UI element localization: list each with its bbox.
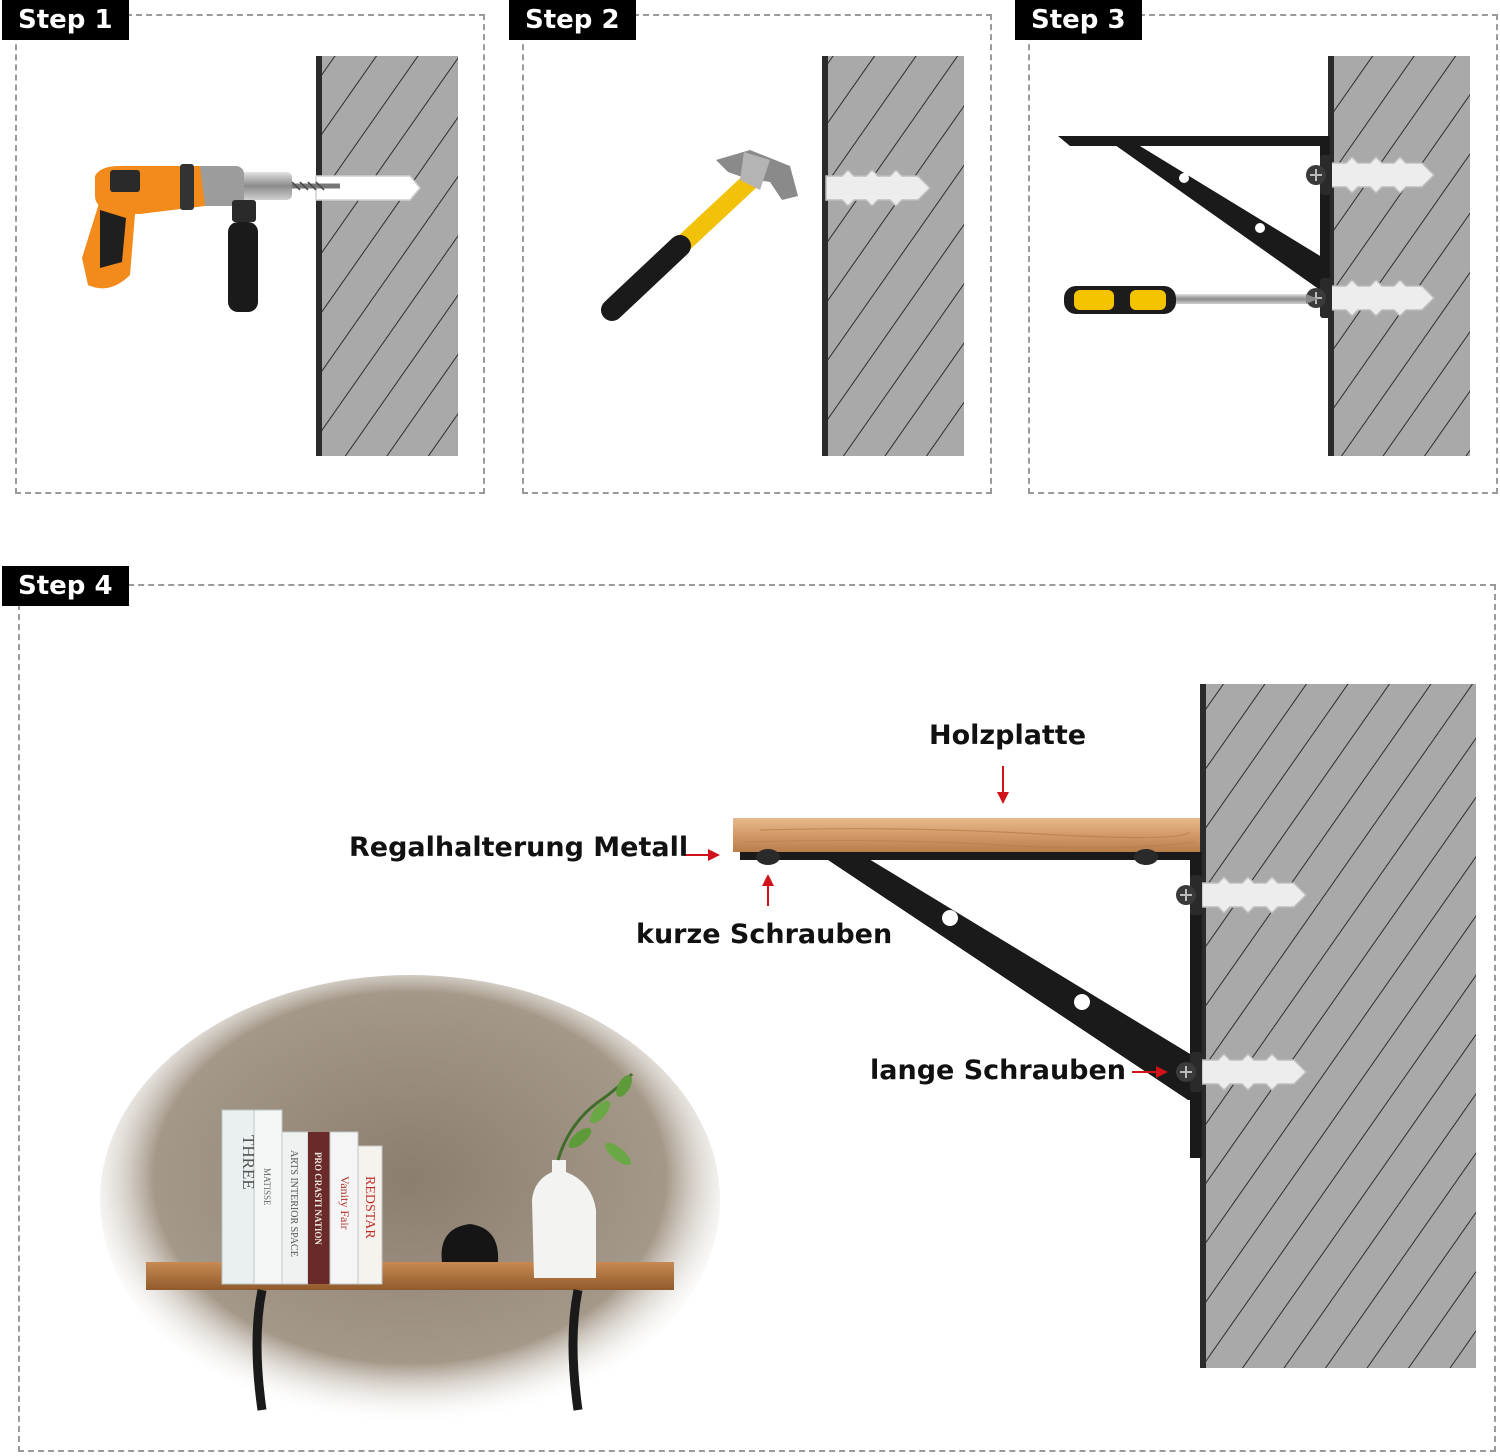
- long-screw-head: [1175, 874, 1203, 916]
- step-3-illustration: [1058, 56, 1470, 456]
- wall-section: [316, 56, 458, 456]
- board-callout: Holzplatte: [929, 720, 1087, 751]
- short-screws-callout: kurze Schrauben: [636, 919, 893, 950]
- step-1-label: Step 1: [2, 0, 129, 40]
- wooden-board: [733, 818, 1200, 852]
- book-spine: MATISSE: [262, 1168, 272, 1206]
- short-screw-head: [756, 849, 1158, 865]
- step-1-illustration: [82, 56, 458, 456]
- shelf-bracket-icon: [1058, 136, 1330, 316]
- wall-section: [1200, 684, 1476, 1368]
- shelf-bracket-icon: [740, 852, 1202, 1158]
- step-2-illustration: [601, 56, 964, 456]
- wall-section: [1328, 56, 1470, 456]
- step-1-panel: [15, 14, 485, 494]
- step-3-label: Step 3: [1015, 0, 1142, 40]
- book-spine: Vanity Fair: [338, 1176, 352, 1230]
- hammer-icon: [601, 150, 798, 321]
- bracket-callout: Regalhalterung Metall: [349, 832, 689, 863]
- screwdriver-icon: [1064, 286, 1318, 314]
- step-4-label: Step 4: [2, 566, 129, 606]
- callout-arrows: [684, 766, 1168, 1078]
- wall-anchor-icon: [1201, 1053, 1307, 1091]
- book-spine: PRO CRASTI NATION: [313, 1152, 323, 1245]
- book-spine: REDSTAR: [362, 1176, 377, 1239]
- step-3-panel: [1028, 14, 1498, 494]
- wall-anchor-icon: [1201, 876, 1307, 914]
- book-spine: ARTS INTERIOR SPACE: [288, 1150, 299, 1257]
- room-photo: [100, 975, 720, 1425]
- step-2-label: Step 2: [509, 0, 636, 40]
- long-screws-callout: lange Schrauben: [870, 1055, 1127, 1086]
- drill-icon: [82, 164, 421, 312]
- wall-section: [822, 56, 964, 456]
- book-spine: THREE: [239, 1135, 258, 1190]
- step-4-panel: [18, 584, 1496, 1452]
- step-2-panel: [522, 14, 992, 494]
